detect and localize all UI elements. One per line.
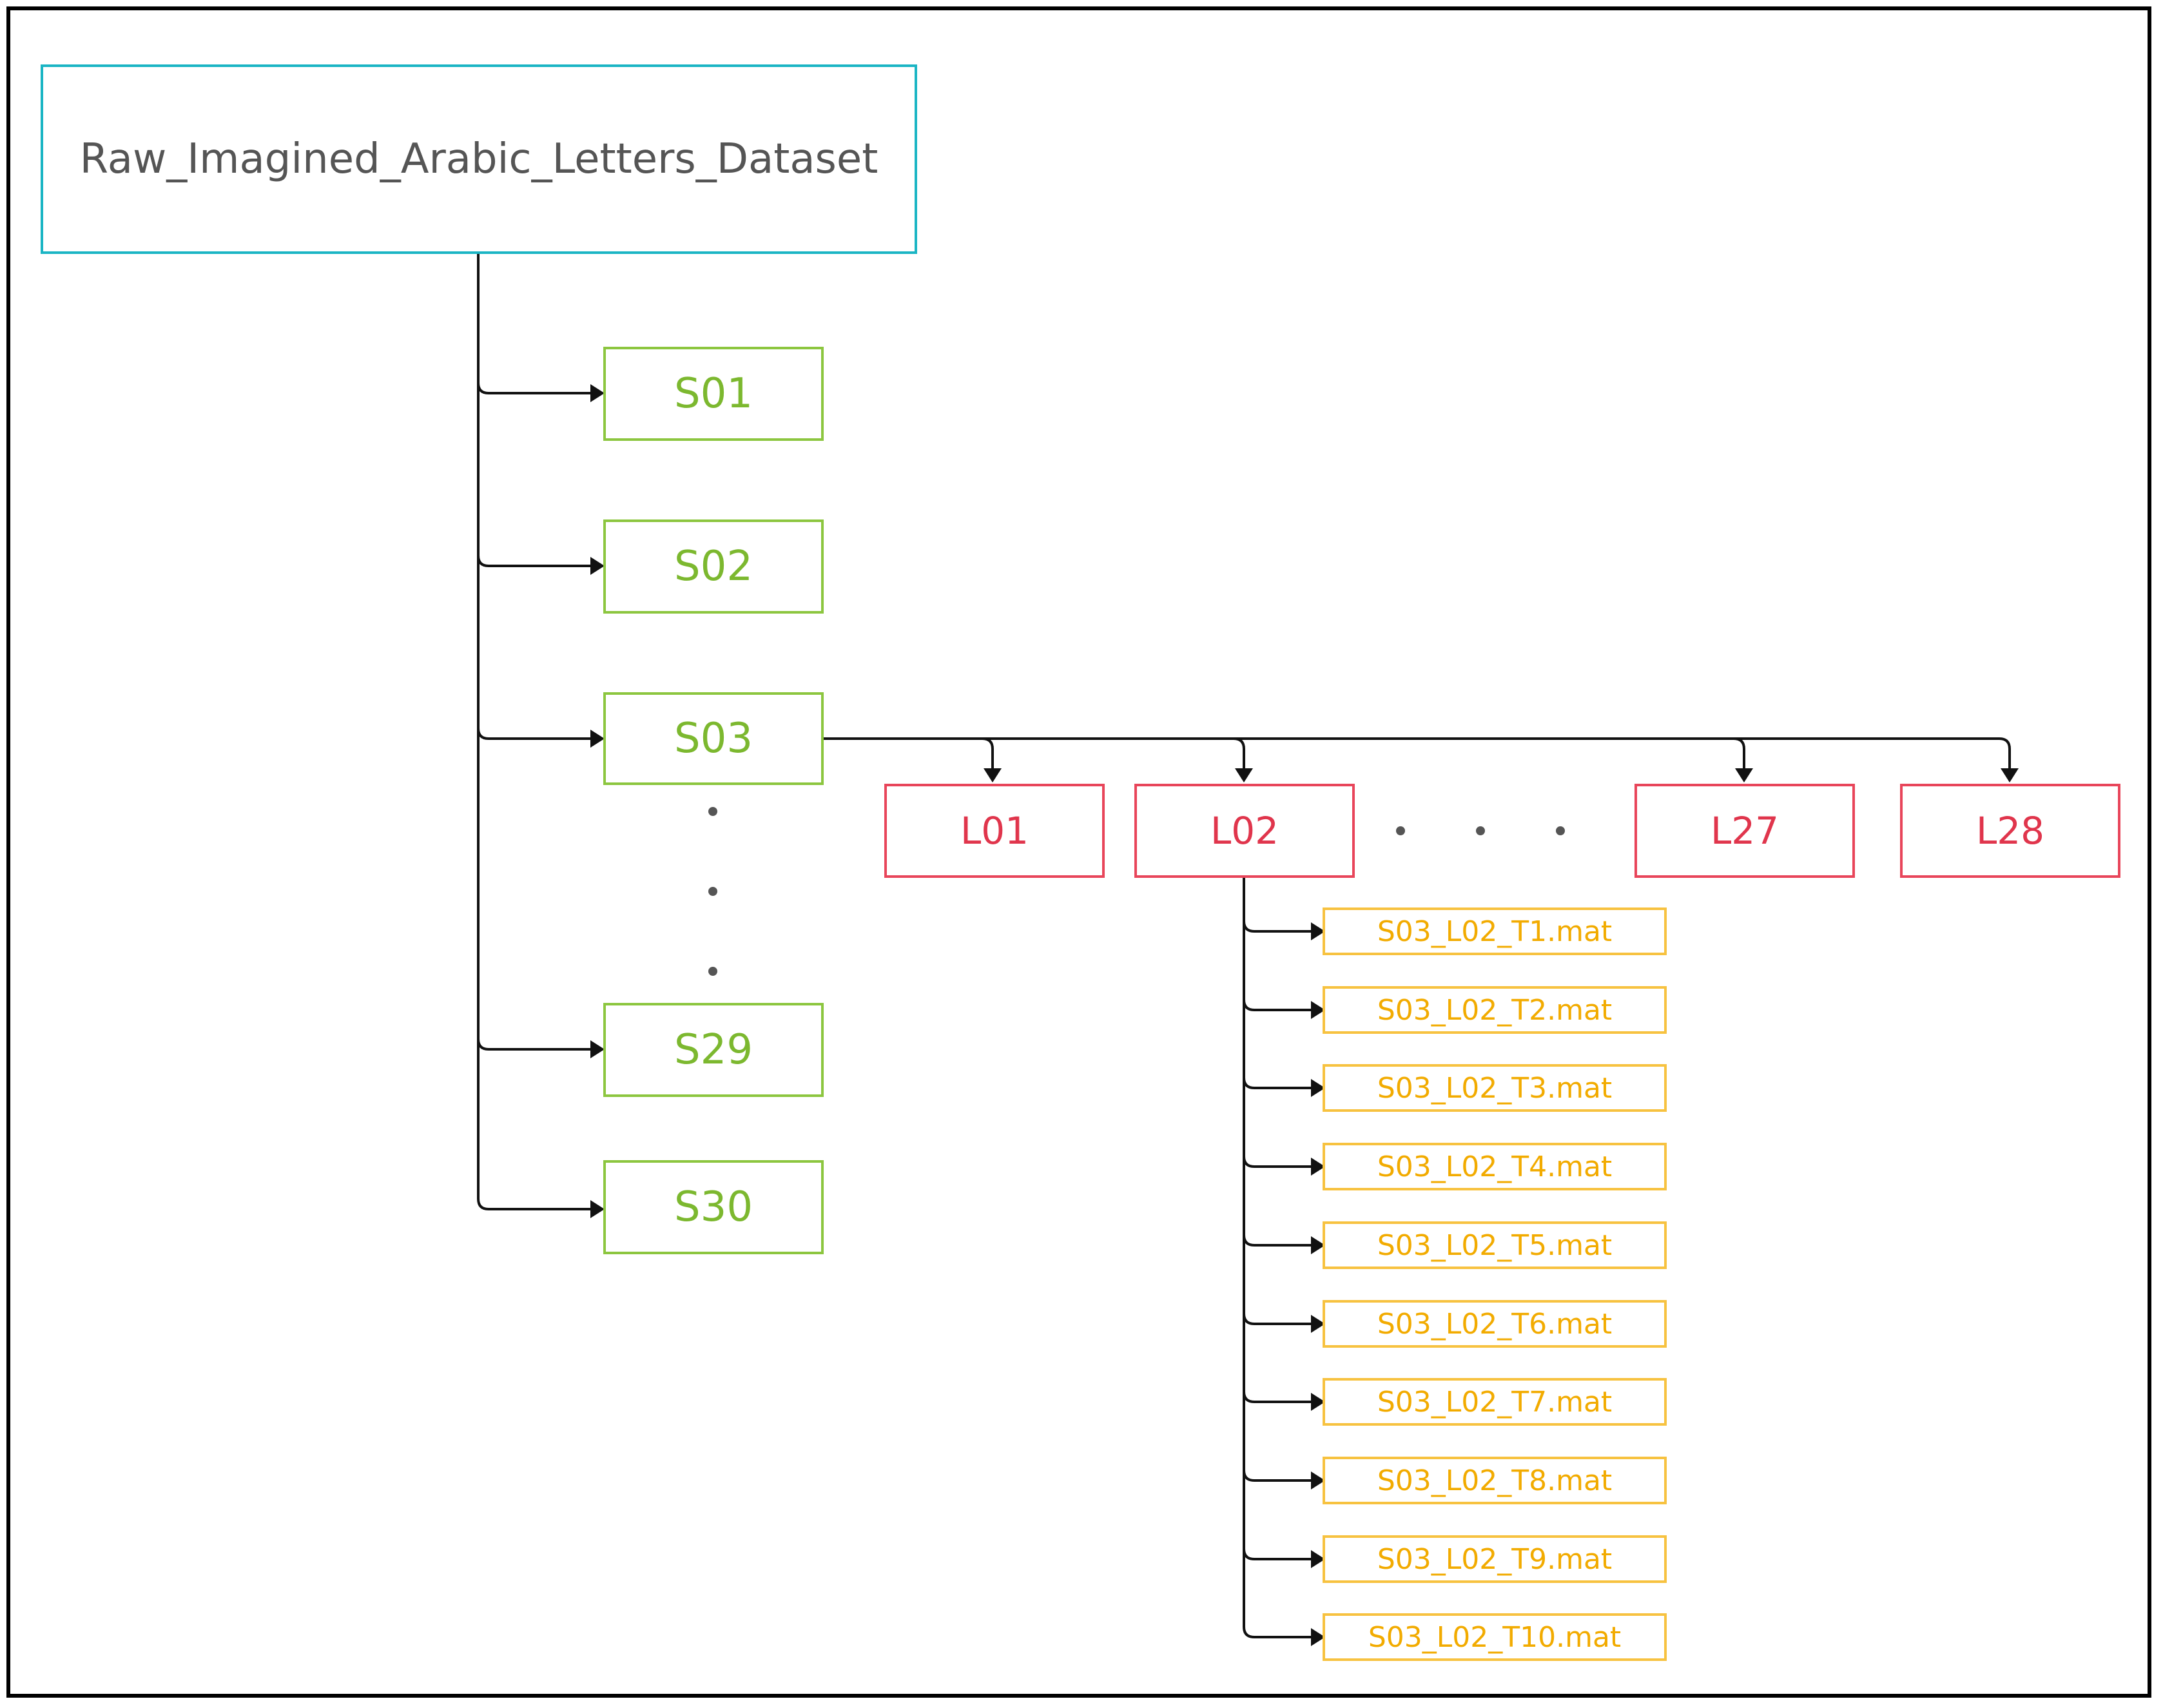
file-label: S03_L02_T7.mat (1377, 1385, 1613, 1419)
arrowhead-file-t4 (1311, 1158, 1325, 1176)
ellipsis-dot (708, 887, 717, 896)
branch-to-l01 (982, 737, 994, 777)
l02-file-trunk (1243, 878, 1321, 1638)
ellipsis-dot (1476, 826, 1485, 835)
letter-node-l02: L02 (1134, 784, 1355, 878)
file-node-t5: S03_L02_T5.mat (1323, 1221, 1667, 1269)
arrowhead-file-t6 (1311, 1315, 1325, 1333)
branch-to-file-t6 (1243, 1313, 1321, 1325)
arrowhead-file-t9 (1311, 1550, 1325, 1568)
file-label: S03_L02_T8.mat (1377, 1464, 1613, 1497)
file-label: S03_L02_T4.mat (1377, 1150, 1613, 1183)
subject-label: S03 (674, 715, 753, 762)
branch-to-file-t4 (1243, 1156, 1321, 1168)
file-node-t7: S03_L02_T7.mat (1323, 1378, 1667, 1426)
subject-node-s02: S02 (603, 519, 824, 614)
file-label: S03_L02_T6.mat (1377, 1307, 1613, 1341)
branch-to-file-t7 (1243, 1391, 1321, 1403)
letter-node-l01: L01 (884, 784, 1105, 878)
subject-label: S02 (674, 543, 753, 590)
file-node-t2: S03_L02_T2.mat (1323, 986, 1667, 1034)
root-trunk-line (477, 253, 601, 1210)
arrowhead-file-t5 (1311, 1236, 1325, 1254)
branch-to-s02 (477, 555, 601, 567)
branch-to-file-t5 (1243, 1234, 1321, 1247)
file-label: S03_L02_T2.mat (1377, 993, 1613, 1027)
branch-to-file-t3 (1243, 1077, 1321, 1089)
subject-label: S30 (674, 1183, 753, 1231)
subject-label: S29 (674, 1026, 753, 1074)
arrowhead-file-t2 (1311, 1001, 1325, 1019)
arrowhead-file-t8 (1311, 1471, 1325, 1490)
ellipsis-dot (708, 807, 717, 816)
arrowhead-s29 (590, 1040, 605, 1058)
s03-letter-bus (824, 737, 2011, 777)
arrowhead-s02 (590, 557, 605, 575)
arrowhead-l27 (1735, 768, 1753, 782)
arrowhead-file-t7 (1311, 1393, 1325, 1411)
subject-node-s30: S30 (603, 1160, 824, 1254)
arrowhead-l01 (984, 768, 1002, 782)
file-node-t8: S03_L02_T8.mat (1323, 1457, 1667, 1504)
branch-to-s03 (477, 728, 601, 740)
branch-to-file-t8 (1243, 1470, 1321, 1482)
ellipsis-dot (1396, 826, 1405, 835)
file-label: S03_L02_T10.mat (1368, 1620, 1622, 1654)
arrowhead-s01 (590, 384, 605, 402)
branch-to-s29 (477, 1038, 601, 1051)
branch-to-s01 (477, 382, 601, 394)
file-label: S03_L02_T1.mat (1377, 915, 1613, 948)
subject-label: S01 (674, 370, 753, 418)
subject-node-s01: S01 (603, 347, 824, 441)
arrowhead-file-t3 (1311, 1079, 1325, 1097)
file-node-t9: S03_L02_T9.mat (1323, 1535, 1667, 1583)
root-folder-node: Raw_Imagined_Arabic_Letters_Dataset (41, 64, 917, 254)
letter-label: L27 (1710, 809, 1780, 853)
branch-to-l02 (1233, 737, 1245, 777)
file-label: S03_L02_T3.mat (1377, 1071, 1613, 1105)
arrowhead-s30 (590, 1200, 605, 1218)
branch-to-file-t2 (1243, 999, 1321, 1011)
branch-to-file-t1 (1243, 920, 1321, 933)
arrowhead-l28 (2001, 768, 2019, 782)
branch-to-l27 (1733, 737, 1745, 777)
arrowhead-s03 (590, 730, 605, 748)
file-node-t10: S03_L02_T10.mat (1323, 1613, 1667, 1661)
root-folder-label: Raw_Imagined_Arabic_Letters_Dataset (79, 135, 878, 183)
ellipsis-dot (1556, 826, 1565, 835)
file-node-t3: S03_L02_T3.mat (1323, 1064, 1667, 1112)
letter-node-l27: L27 (1634, 784, 1855, 878)
arrowhead-file-t1 (1311, 922, 1325, 940)
file-node-t6: S03_L02_T6.mat (1323, 1300, 1667, 1348)
file-label: S03_L02_T9.mat (1377, 1542, 1613, 1576)
arrowhead-l02 (1235, 768, 1253, 782)
letter-label: L28 (1975, 809, 2045, 853)
letter-label: L01 (960, 809, 1029, 853)
ellipsis-dot (708, 967, 717, 976)
arrowhead-file-t10 (1311, 1628, 1325, 1646)
subject-node-s03: S03 (603, 692, 824, 785)
file-node-t4: S03_L02_T4.mat (1323, 1143, 1667, 1190)
letter-node-l28: L28 (1900, 784, 2120, 878)
branch-to-file-t9 (1243, 1548, 1321, 1560)
subject-node-s29: S29 (603, 1003, 824, 1097)
file-node-t1: S03_L02_T1.mat (1323, 907, 1667, 955)
letter-label: L02 (1210, 809, 1279, 853)
diagram-frame (6, 6, 2151, 1698)
file-label: S03_L02_T5.mat (1377, 1228, 1613, 1262)
